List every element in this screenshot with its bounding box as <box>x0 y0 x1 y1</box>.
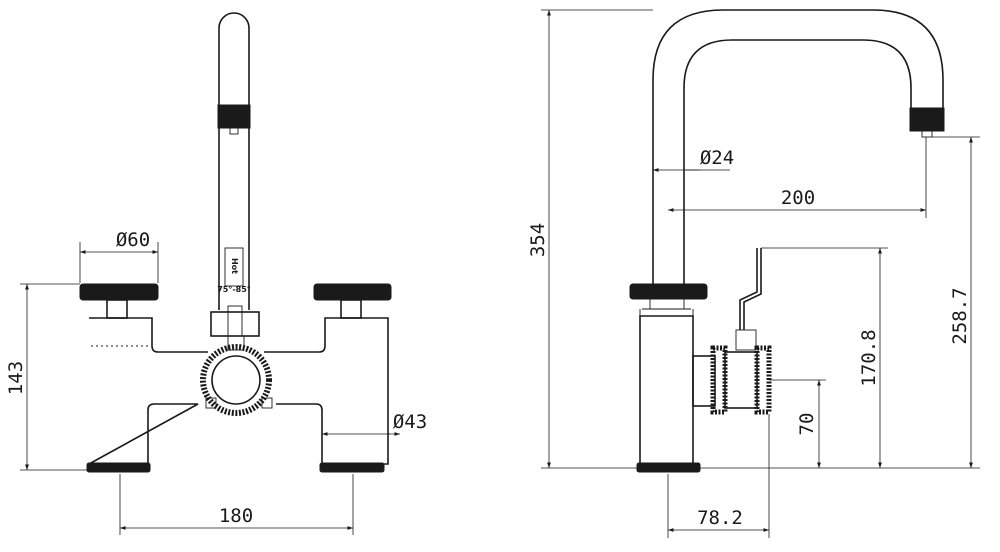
side-knob-right <box>754 345 772 415</box>
front-right-stem <box>340 299 362 319</box>
dim-spout-height: 258.7 <box>949 287 971 344</box>
hot-label: Hot <box>230 258 239 274</box>
side-dimensions: 354 Ø24 200 258.7 170.8 70 78.2 <box>527 9 980 538</box>
side-handle <box>629 283 708 300</box>
front-spout <box>218 12 250 310</box>
side-body <box>639 315 694 465</box>
front-right-foot <box>319 462 385 473</box>
side-view <box>629 9 945 473</box>
side-knob-body <box>724 351 758 409</box>
temp-range-label: 75°-85° <box>217 285 251 294</box>
front-view: Hot 75°-85° <box>79 12 392 473</box>
side-foot <box>636 462 701 473</box>
dim-body-depth: 78.2 <box>697 507 743 529</box>
front-spout-tip <box>229 127 239 135</box>
front-left-handle <box>79 283 159 301</box>
front-right-handle <box>313 283 392 301</box>
front-center-collar <box>227 305 243 337</box>
front-knob-stem <box>227 335 245 351</box>
front-center-knob-inner <box>211 355 261 405</box>
side-spout-inner <box>683 39 912 290</box>
side-spout-nozzle <box>909 107 945 132</box>
front-center-block <box>210 311 260 337</box>
dim-total-height: 354 <box>527 223 549 257</box>
dim-centres: 180 <box>219 505 253 527</box>
dim-spout-diameter: Ø24 <box>700 147 734 169</box>
front-body <box>88 317 389 465</box>
dim-handle-diameter: Ø60 <box>116 229 150 251</box>
dim-spout-reach: 200 <box>781 187 815 209</box>
front-left-stem <box>106 299 128 319</box>
front-spout-nozzle <box>217 104 251 129</box>
dim-outlet-diameter: Ø43 <box>393 411 427 433</box>
front-center-knob-outer <box>200 344 272 416</box>
hot-marking: Hot 75°-85° <box>217 247 251 294</box>
front-left-foot <box>86 462 151 473</box>
side-spout-outer <box>652 9 944 290</box>
side-lever <box>739 248 762 330</box>
front-dimensions: Ø60 143 Ø43 180 <box>5 229 427 535</box>
dim-handle-height: 170.8 <box>858 329 880 386</box>
dim-outlet-height: 70 <box>796 413 818 436</box>
dim-body-height: 143 <box>5 361 27 395</box>
